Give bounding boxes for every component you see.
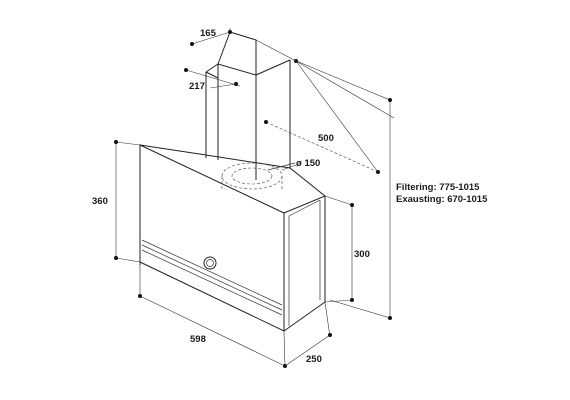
chimney-duct xyxy=(205,31,291,180)
dimension-500: 500 xyxy=(255,39,395,174)
dimension-150: ø 150 xyxy=(281,158,320,171)
dimension-598-label: 598 xyxy=(190,334,206,345)
dimension-overall-height: Filtering: 775-1015 Exausting: 670-1015 xyxy=(293,59,488,320)
outlet-hidden-lines xyxy=(221,120,379,190)
dimension-165: 165 xyxy=(190,28,232,46)
dimension-250-label: 250 xyxy=(306,354,322,365)
glass-front-panel xyxy=(139,144,285,332)
dimension-500-label: 500 xyxy=(318,133,334,144)
dimension-217: 217 xyxy=(184,68,241,92)
dimension-360: 360 xyxy=(92,140,141,263)
dimension-300-label: 300 xyxy=(354,249,370,260)
dimension-360-label: 360 xyxy=(92,196,108,207)
dimension-250: 250 xyxy=(284,301,332,367)
dimension-150-label: ø 150 xyxy=(296,158,320,169)
hood-body xyxy=(139,144,326,332)
dimension-165-label: 165 xyxy=(200,28,217,39)
dimension-300: 300 xyxy=(324,195,370,303)
exhausting-height-label: Exausting: 670-1015 xyxy=(396,194,488,205)
dimension-217-label: 217 xyxy=(189,81,205,92)
filtering-height-label: Filtering: 775-1015 xyxy=(396,182,480,193)
